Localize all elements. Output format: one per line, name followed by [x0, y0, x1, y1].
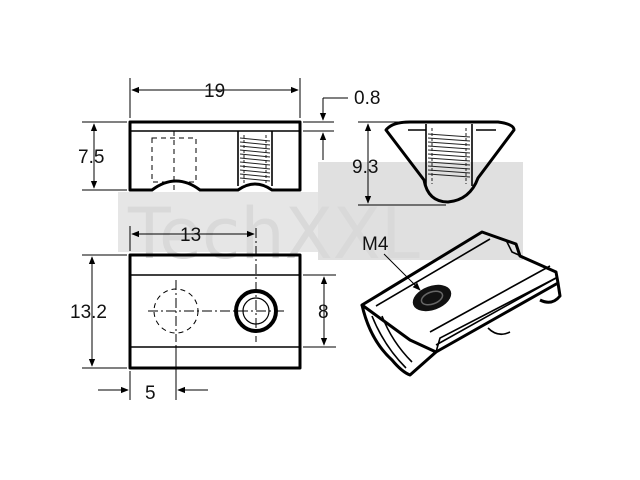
watermark-band-right [318, 162, 523, 260]
bottom-view-outline [128, 253, 302, 370]
dim-bottom-height: 8 [318, 302, 329, 323]
iso-threaded-hole [412, 284, 452, 312]
dim-bottom-length: 13.2 [70, 302, 107, 323]
iso-top-face [360, 230, 560, 354]
isometric-view: M4 [360, 230, 562, 377]
iso-body [360, 282, 562, 377]
dim-hole-offset: 13 [180, 225, 201, 246]
dim-bottom-edge-offset: 5 [145, 383, 156, 404]
thread-label: M4 [362, 234, 389, 255]
watermark-band-left [118, 192, 323, 252]
end-view: 9.3 [352, 120, 516, 206]
watermark: TechXXL [118, 162, 523, 275]
dim-top-width: 19 [204, 81, 225, 102]
top-view: 19 0.8 7.5 [78, 78, 380, 192]
dim-top-lip: 0.8 [354, 88, 380, 109]
thread-hatch-top [237, 131, 273, 186]
hidden-pocket [151, 137, 197, 183]
leader-m4 [383, 253, 421, 291]
end-view-outline [384, 120, 516, 204]
top-view-outline [128, 120, 302, 192]
dim-end-height: 9.3 [352, 157, 378, 178]
bottom-view: 13 13.2 8 5 [70, 225, 336, 404]
dim-side-height: 7.5 [78, 147, 104, 168]
